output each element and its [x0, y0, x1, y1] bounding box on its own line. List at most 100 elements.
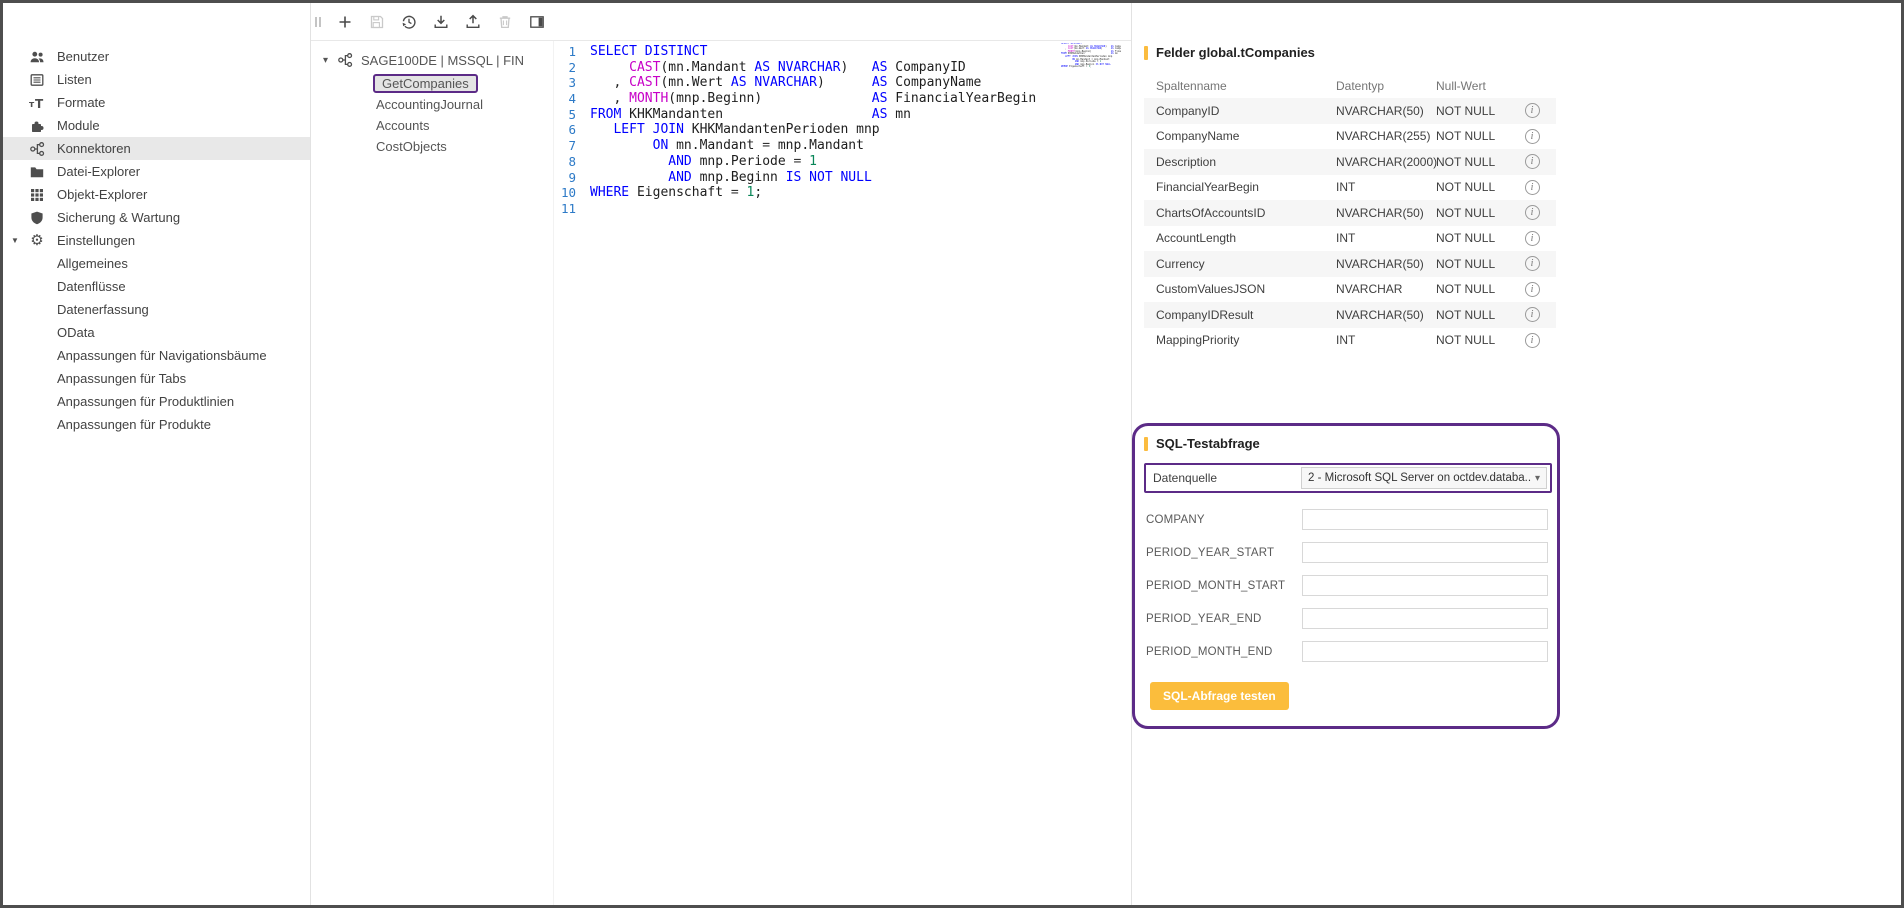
- sql-test-section: SQL-Testabfrage Datenquelle 2 - Microsof…: [1132, 423, 1560, 729]
- sidebar-subitem[interactable]: Anpassungen für Tabs: [3, 367, 310, 390]
- cell-datentyp: INT: [1336, 231, 1436, 245]
- sidebar-item[interactable]: ▼ Listen: [3, 68, 310, 91]
- cell-spaltenname: MappingPriority: [1144, 333, 1336, 347]
- toolbar-buttons: [329, 7, 553, 37]
- param-input[interactable]: [1302, 509, 1548, 530]
- sidebar-item[interactable]: ▼ ⚙ Einstellungen: [3, 229, 310, 252]
- info-icon[interactable]: i: [1525, 129, 1540, 144]
- param-label: PERIOD_YEAR_START: [1146, 547, 1274, 559]
- sidebar-item-label: Listen: [57, 72, 92, 87]
- sidebar-subitem[interactable]: Datenerfassung: [3, 298, 310, 321]
- param-input[interactable]: [1302, 542, 1548, 563]
- sidebar-item-label: Sicherung & Wartung: [57, 210, 180, 225]
- code-line: 11: [554, 201, 1131, 217]
- cell-datentyp: INT: [1336, 180, 1436, 194]
- line-number: 11: [554, 201, 576, 217]
- toolbar-button[interactable]: [458, 7, 488, 37]
- param-label: PERIOD_MONTH_END: [1146, 646, 1273, 658]
- info-icon[interactable]: i: [1525, 231, 1540, 246]
- param-input[interactable]: [1302, 608, 1548, 629]
- toolbar-button[interactable]: [362, 7, 392, 37]
- sidebar-item[interactable]: ▼ Konnektoren: [3, 137, 310, 160]
- toolbar-button[interactable]: [394, 7, 424, 37]
- download-icon: [432, 13, 450, 31]
- info-icon[interactable]: i: [1525, 103, 1540, 118]
- trash-icon: [496, 13, 514, 31]
- sidebar-item-label: Benutzer: [57, 49, 109, 64]
- cell-spaltenname: Description: [1144, 155, 1336, 169]
- toolbar-button[interactable]: [426, 7, 456, 37]
- param-row: PERIOD_MONTH_END: [1144, 641, 1552, 662]
- sidebar-item[interactable]: ▼ тT Formate: [3, 91, 310, 114]
- code-line: 9 AND mnp.Beginn IS NOT NULL: [554, 170, 1131, 186]
- code-text: AND mnp.Periode = 1: [590, 154, 817, 170]
- param-input[interactable]: [1302, 641, 1548, 662]
- sidebar-item-label: Formate: [57, 95, 105, 110]
- fields-section: Felder global.tCompanies Spaltenname Dat…: [1144, 45, 1901, 353]
- tree-item[interactable]: Accounts: [373, 115, 553, 136]
- table-row: CompanyName NVARCHAR(255) NOT NULL i: [1144, 124, 1556, 150]
- info-icon[interactable]: i: [1525, 154, 1540, 169]
- sidebar-item[interactable]: ▼ Benutzer: [3, 45, 310, 68]
- tree-item[interactable]: GetCompanies: [373, 73, 553, 94]
- info-icon[interactable]: i: [1525, 282, 1540, 297]
- cell-null-wert: NOT NULL: [1436, 180, 1508, 194]
- module-icon: [25, 118, 49, 134]
- sidebar-subitem[interactable]: OData: [3, 321, 310, 344]
- sidebar-subitem[interactable]: Anpassungen für Produktlinien: [3, 390, 310, 413]
- cell-spaltenname: CompanyIDResult: [1144, 308, 1336, 322]
- save-icon: [368, 13, 386, 31]
- info-icon[interactable]: i: [1525, 307, 1540, 322]
- sidebar-subitem[interactable]: Anpassungen für Produkte: [3, 413, 310, 436]
- table-row: AccountLength INT NOT NULL i: [1144, 226, 1556, 252]
- sidebar-subitem[interactable]: Allgemeines: [3, 252, 310, 275]
- datasource-label: Datenquelle: [1153, 471, 1217, 485]
- code-text: SELECT DISTINCT: [590, 44, 707, 60]
- toolbar: [311, 3, 1131, 41]
- datasource-select[interactable]: 2 - Microsoft SQL Server on octdev.datab…: [1301, 467, 1547, 489]
- details-panel: Felder global.tCompanies Spaltenname Dat…: [1131, 3, 1901, 905]
- tree-item[interactable]: CostObjects: [373, 136, 553, 157]
- minimap[interactable]: SELECT DISTINCT CAST(mn.Mandant AS NVARC…: [1061, 43, 1121, 79]
- cell-null-wert: NOT NULL: [1436, 231, 1508, 245]
- info-icon[interactable]: i: [1525, 256, 1540, 271]
- param-input[interactable]: [1302, 575, 1548, 596]
- sql-editor[interactable]: 1 SELECT DISTINCT 2 CAST(mn.Mandant AS N…: [553, 41, 1131, 905]
- sidebar-item[interactable]: ▼ Objekt-Explorer: [3, 183, 310, 206]
- sidebar-subitem[interactable]: Datenflüsse: [3, 275, 310, 298]
- code-text: , CAST(mn.Wert AS NVARCHAR) AS CompanyNa…: [590, 75, 981, 91]
- code-text: LEFT JOIN KHKMandantenPerioden mnp: [590, 122, 880, 138]
- fields-section-title: Felder global.tCompanies: [1144, 45, 1901, 60]
- line-number: 7: [554, 138, 576, 154]
- line-number: 10: [554, 185, 576, 201]
- cell-spaltenname: FinancialYearBegin: [1144, 180, 1336, 194]
- code-text: FROM KHKMandanten AS mn: [590, 107, 911, 123]
- tree-root-node[interactable]: ▾ SAGE100DE | MSSQL | FIN: [323, 49, 553, 71]
- line-number: 5: [554, 107, 576, 123]
- expand-caret-icon: ▼: [3, 236, 25, 245]
- fields-title-text: Felder global.tCompanies: [1156, 45, 1315, 60]
- sidebar-item[interactable]: ▼ Datei-Explorer: [3, 160, 310, 183]
- toolbar-button[interactable]: [522, 7, 552, 37]
- column-header-datentyp: Datentyp: [1336, 79, 1436, 93]
- sql-test-button[interactable]: SQL-Abfrage testen: [1150, 682, 1289, 710]
- cell-null-wert: NOT NULL: [1436, 333, 1508, 347]
- toolbar-button[interactable]: [330, 7, 360, 37]
- param-label: PERIOD_MONTH_START: [1146, 580, 1285, 592]
- sidebar: ▼ Benutzer ▼ Listen ▼ тT Formate: [3, 3, 311, 905]
- sidebar-item-label: Objekt-Explorer: [57, 187, 147, 202]
- info-icon[interactable]: i: [1525, 180, 1540, 195]
- info-icon[interactable]: i: [1525, 333, 1540, 348]
- test-section-title: SQL-Testabfrage: [1144, 436, 1552, 451]
- param-label: COMPANY: [1146, 514, 1205, 526]
- sidebar-subitem[interactable]: Anpassungen für Navigationsbäume: [3, 344, 310, 367]
- sidebar-item[interactable]: ▼ Module: [3, 114, 310, 137]
- sidebar-item[interactable]: ▼ Sicherung & Wartung: [3, 206, 310, 229]
- sidebar-item-label: Datei-Explorer: [57, 164, 140, 179]
- cell-datentyp: NVARCHAR(50): [1336, 308, 1436, 322]
- splitter-handle[interactable]: [313, 13, 323, 31]
- info-icon[interactable]: i: [1525, 205, 1540, 220]
- toolbar-button[interactable]: [490, 7, 520, 37]
- line-number: 4: [554, 91, 576, 107]
- tree-item[interactable]: AccountingJournal: [373, 94, 553, 115]
